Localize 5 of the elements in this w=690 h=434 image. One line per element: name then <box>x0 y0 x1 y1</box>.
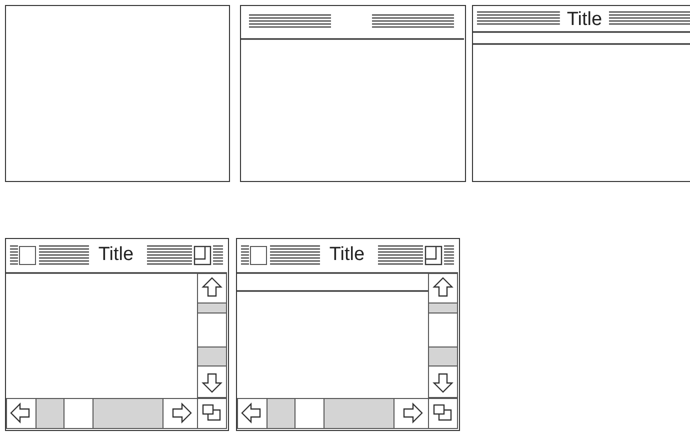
window-frame <box>5 5 230 182</box>
window-frame <box>236 238 460 431</box>
window-frame <box>472 5 690 182</box>
window-frame <box>240 5 466 182</box>
window-frame <box>5 238 229 431</box>
